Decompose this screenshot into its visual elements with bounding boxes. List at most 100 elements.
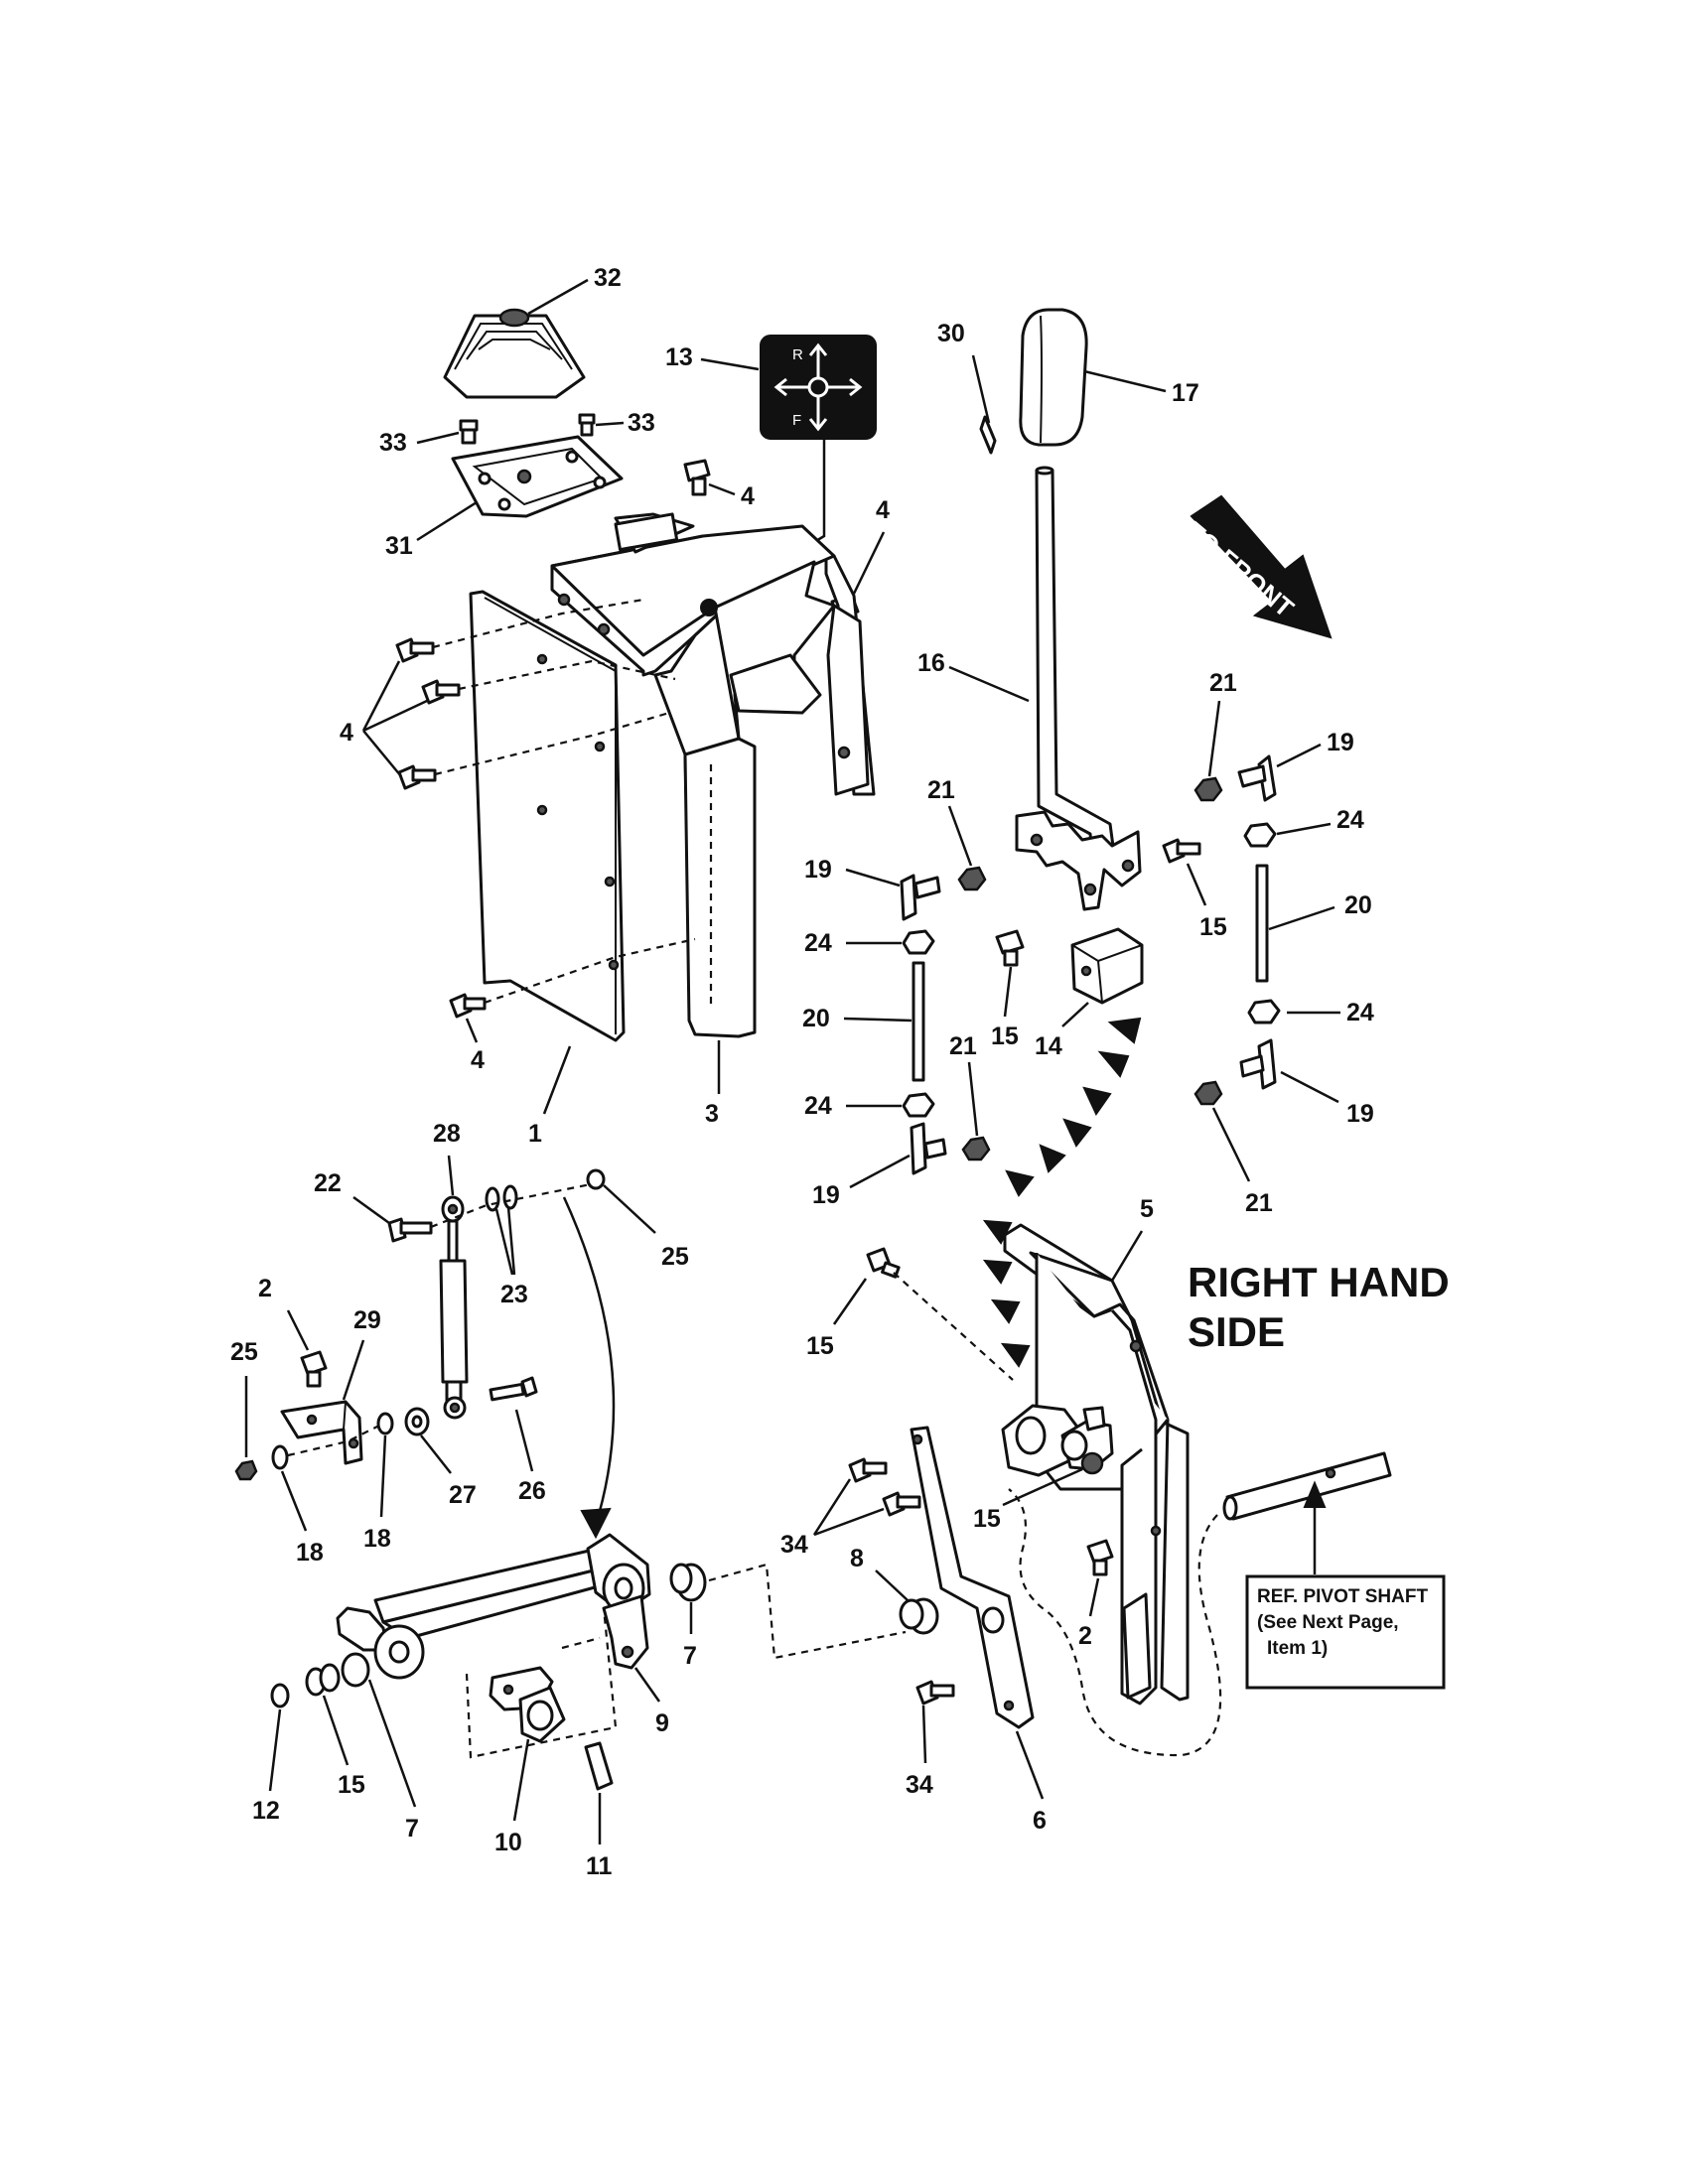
leader-9 (633, 1667, 661, 1703)
rod-20-left (912, 961, 925, 1082)
leader-4-bottom (465, 1018, 479, 1043)
nut-24-lower-right (1247, 999, 1281, 1024)
callout-15-center: 15 (991, 1023, 1019, 1050)
side-label-line1: RIGHT HAND (1188, 1259, 1450, 1305)
note-arrowhead (1303, 1480, 1327, 1508)
callout-24-left-lower: 24 (804, 1092, 832, 1120)
pivot-shaft (1222, 1451, 1392, 1521)
leader-21-middle (947, 805, 973, 867)
shift-lever (1015, 466, 1142, 911)
leader-29 (342, 1339, 365, 1401)
leader-15-center (1003, 966, 1013, 1018)
bolt-15-lower-left (866, 1247, 901, 1279)
bolt-34-upper (848, 1457, 888, 1483)
callout-25-upper: 25 (661, 1243, 689, 1271)
callout-24-left-upper: 24 (804, 929, 832, 957)
bolt-15-upper-right (1162, 838, 1201, 864)
washer-18-right (376, 1412, 394, 1435)
bushing-7-path (708, 1563, 907, 1660)
bolt-4-left-a (395, 637, 435, 663)
shift-pattern-decal: R F (760, 335, 877, 440)
callout-30: 30 (937, 320, 965, 347)
decal-letter-bottom: F (792, 412, 801, 429)
callout-15-upper-right: 15 (1199, 913, 1227, 941)
callout-24-upper-right: 24 (1336, 806, 1364, 834)
note-line3: Item 1) (1267, 1638, 1328, 1659)
leader-19-left-lower (849, 1154, 911, 1189)
hole-line-a (432, 598, 644, 649)
ball-joint-19-upper-right (1237, 754, 1277, 802)
callout-15-at-bracket: 15 (973, 1505, 1001, 1533)
leader-19-upper-right (1276, 743, 1322, 768)
bolt-4-top (683, 459, 711, 496)
callout-4-top: 4 (741, 482, 755, 510)
leader-20-left (843, 1017, 912, 1023)
callout-17: 17 (1172, 379, 1199, 407)
callout-20-right: 20 (1344, 891, 1372, 919)
callout-12: 12 (252, 1797, 280, 1825)
leader-18-right (379, 1434, 387, 1518)
shift-boot (443, 308, 586, 399)
leader-2-right (1088, 1577, 1100, 1617)
leader-7-left (367, 1679, 417, 1808)
callout-23: 23 (500, 1281, 528, 1308)
callout-4-bottom: 4 (471, 1046, 485, 1074)
note-line2: (See Next Page, (1257, 1612, 1399, 1633)
washer-18-left (271, 1444, 289, 1470)
mount-bracket (280, 1400, 363, 1465)
callout-19-left-lower: 19 (812, 1181, 840, 1209)
bushing-27 (404, 1407, 430, 1436)
ball-joint-19-lower-right (1239, 1038, 1277, 1090)
gas-spring-axis (430, 1181, 597, 1229)
leader-13 (700, 357, 760, 371)
washers-23 (485, 1184, 518, 1212)
pedal-linkage-path (465, 1607, 618, 1759)
callout-19-lower-right: 19 (1346, 1100, 1374, 1128)
callout-4-left: 4 (340, 719, 353, 747)
leader-22 (352, 1195, 390, 1225)
pedal-shaft-assembly (336, 1533, 651, 1791)
callout-34-upper: 34 (780, 1531, 808, 1559)
callout-26: 26 (518, 1477, 546, 1505)
callout-18-left: 18 (296, 1539, 324, 1567)
hole-line-b (458, 659, 676, 691)
callout-15-lower-left: 15 (806, 1332, 834, 1360)
callout-28: 28 (433, 1120, 461, 1148)
callout-4-right: 4 (876, 496, 890, 524)
assembly-arrows (982, 1017, 1142, 1368)
callout-27: 27 (449, 1481, 477, 1509)
leader-27 (420, 1434, 452, 1474)
leader-30 (971, 354, 991, 424)
to-front-arrow: TO FRONT (1180, 494, 1333, 639)
leader-19-left-upper (845, 868, 901, 887)
bolt-26 (489, 1376, 538, 1402)
callout-13: 13 (665, 343, 693, 371)
leader-21-upper-right (1207, 700, 1221, 777)
leader-15-at-bracket (1002, 1467, 1083, 1507)
leader-17 (1083, 369, 1167, 393)
nut-24-left-lower (902, 1092, 935, 1118)
leader-20-right (1268, 905, 1335, 931)
decal-letter-top: R (792, 346, 803, 363)
callout-10: 10 (494, 1829, 522, 1856)
callout-21-lower-right: 21 (1245, 1189, 1273, 1217)
callout-31: 31 (385, 532, 413, 560)
callout-6: 6 (1033, 1807, 1047, 1835)
leader-19-lower-right (1280, 1070, 1339, 1104)
ball-joint-19-left-lower (910, 1122, 947, 1175)
callout-3: 3 (705, 1100, 719, 1128)
callout-19-left-upper: 19 (804, 856, 832, 884)
hole-line-c (434, 711, 670, 776)
bolt-34-middle (882, 1491, 921, 1517)
bushing-8 (899, 1597, 939, 1635)
callout-18-right: 18 (363, 1525, 391, 1553)
leader-33-left (416, 431, 460, 445)
bolt-4-bottom (449, 993, 487, 1019)
callout-20-left: 20 (802, 1005, 830, 1032)
nut-21-upper-right (1193, 776, 1223, 802)
nut-21-middle (957, 866, 987, 891)
callout-9: 9 (655, 1709, 669, 1737)
callout-21-upper-right: 21 (1209, 669, 1237, 697)
callout-25-left: 25 (230, 1338, 258, 1366)
roll-pin (979, 415, 997, 455)
